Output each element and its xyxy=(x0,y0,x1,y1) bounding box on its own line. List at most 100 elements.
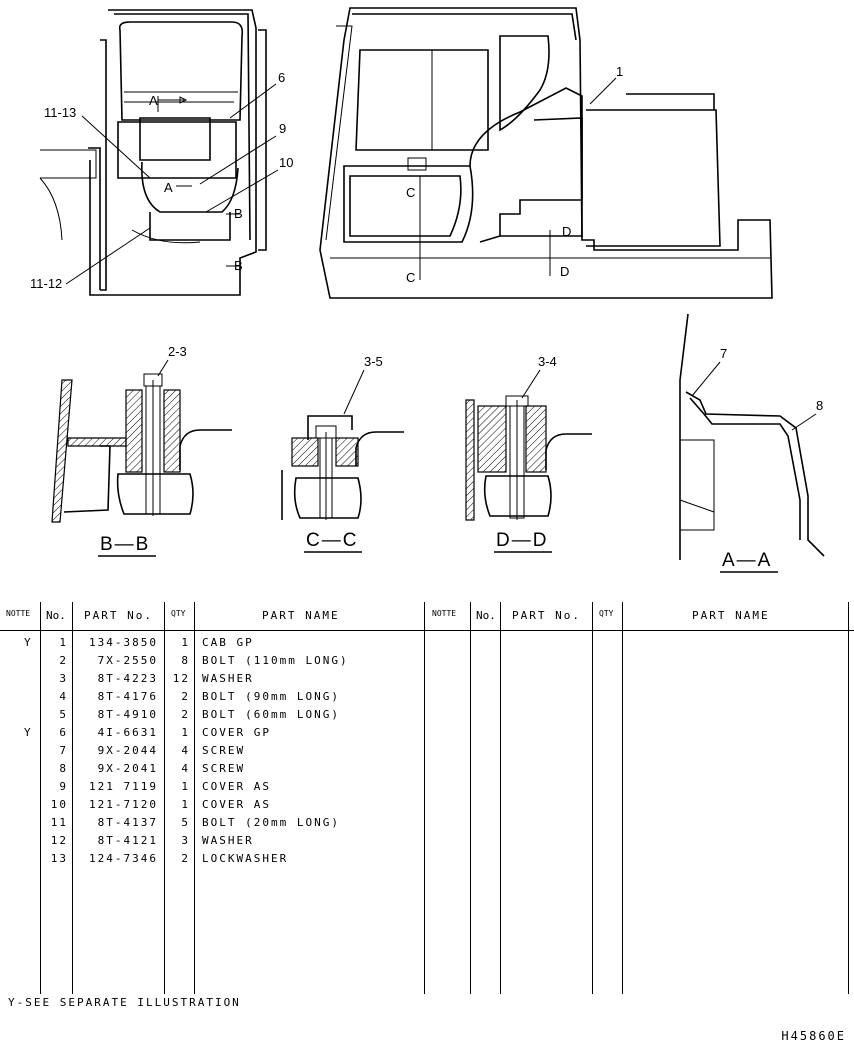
section-arrow-b-label: B xyxy=(234,206,243,221)
section-d-d: 3-4 D—D xyxy=(465,354,592,553)
section-c-c: 3-5 C—C xyxy=(281,354,404,553)
header-rule xyxy=(0,630,854,631)
row-qty: 2 xyxy=(181,690,190,703)
parts-list-table: NOTTE No. PART No. QTY PART NAME NOTTE N… xyxy=(0,602,854,994)
row-item-no: 4 xyxy=(59,690,68,703)
section-a-a: 7 8 A—A xyxy=(679,313,825,573)
header-note-2: NOTTE xyxy=(432,609,457,618)
callout-10: 10 xyxy=(279,155,293,170)
callout-8: 8 xyxy=(816,398,823,413)
row-part-name: BOLT (60mm LONG) xyxy=(202,708,340,721)
header-no-2: No. xyxy=(476,609,496,622)
section-b-b: 2-3 B—B xyxy=(51,344,232,557)
section-title-a-a: A—A xyxy=(722,550,772,571)
callout-3-4: 3-4 xyxy=(538,354,557,369)
table-row: 9 121 7119 1 COVER AS xyxy=(0,780,854,798)
row-qty: 1 xyxy=(181,780,190,793)
callout-1: 1 xyxy=(616,64,623,79)
header-note: NOTTE xyxy=(6,609,31,618)
row-part-no: 134-3850 xyxy=(89,636,158,649)
col-divider xyxy=(500,602,501,994)
row-qty: 4 xyxy=(181,762,190,775)
col-divider xyxy=(592,602,593,994)
row-item-no: 13 xyxy=(50,852,68,865)
row-part-name: SCREW xyxy=(202,762,246,775)
row-part-name: COVER GP xyxy=(202,726,271,739)
row-qty: 1 xyxy=(181,726,190,739)
row-qty: 5 xyxy=(181,816,190,829)
row-part-no: 9X-2041 xyxy=(97,762,158,775)
row-part-name: COVER AS xyxy=(202,780,271,793)
row-item-no: 6 xyxy=(59,726,68,739)
row-part-no: 7X-2550 xyxy=(97,654,158,667)
row-part-name: LOCKWASHER xyxy=(202,852,289,865)
col-divider xyxy=(848,602,849,994)
cab-rear-view: A A B B 6 9 10 11-13 11-12 xyxy=(30,9,293,296)
row-qty: 1 xyxy=(181,636,190,649)
row-part-no: 4I-6631 xyxy=(97,726,158,739)
callout-11-12: 11-12 xyxy=(30,276,62,291)
header-part-no-2: PART No. xyxy=(512,609,581,622)
section-title-c-c: C—C xyxy=(306,530,358,551)
row-note: Y xyxy=(24,636,33,649)
cab-mounting-illustration: A A B B 6 9 10 11-13 11-12 1 C C D D xyxy=(30,7,825,573)
row-part-name: SCREW xyxy=(202,744,246,757)
row-part-name: CAB GP xyxy=(202,636,254,649)
row-part-no: 121 7119 xyxy=(89,780,158,793)
row-item-no: 7 xyxy=(59,744,68,757)
row-qty: 4 xyxy=(181,744,190,757)
callout-11-13: 11-13 xyxy=(44,105,76,120)
col-divider xyxy=(40,602,41,994)
row-item-no: 2 xyxy=(59,654,68,667)
row-item-no: 12 xyxy=(50,834,68,847)
callout-6: 6 xyxy=(278,70,285,85)
table-row: 7 9X-2044 4 SCREW xyxy=(0,744,854,762)
table-row: Y 6 4I-6631 1 COVER GP xyxy=(0,726,854,744)
callout-9: 9 xyxy=(279,121,286,136)
footnote: Y-SEE SEPARATE ILLUSTRATION xyxy=(8,996,241,1009)
row-part-no: 8T-4121 xyxy=(97,834,158,847)
header-part-name-2: PART NAME xyxy=(692,609,770,622)
table-row: 11 8T-4137 5 BOLT (20mm LONG) xyxy=(0,816,854,834)
row-part-name: WASHER xyxy=(202,834,254,847)
row-part-no: 8T-4910 xyxy=(97,708,158,721)
row-part-name: BOLT (20mm LONG) xyxy=(202,816,340,829)
table-row: 12 8T-4121 3 WASHER xyxy=(0,834,854,852)
row-qty: 12 xyxy=(172,672,190,685)
header-qty-2: QTY xyxy=(599,609,614,618)
row-note: Y xyxy=(24,726,33,739)
row-part-name: WASHER xyxy=(202,672,254,685)
cab-side-view: 1 C C D D xyxy=(319,7,773,299)
row-item-no: 8 xyxy=(59,762,68,775)
section-arrow-c2-label: C xyxy=(406,270,415,285)
header-qty: QTY xyxy=(171,609,186,618)
col-divider xyxy=(164,602,165,994)
col-divider xyxy=(622,602,623,994)
row-part-no: 9X-2044 xyxy=(97,744,158,757)
row-part-no: 8T-4223 xyxy=(97,672,158,685)
row-item-no: 11 xyxy=(50,816,68,829)
table-row: 8 9X-2041 4 SCREW xyxy=(0,762,854,780)
table-row: 2 7X-2550 8 BOLT (110mm LONG) xyxy=(0,654,854,672)
row-part-name: BOLT (110mm LONG) xyxy=(202,654,349,667)
section-title-d-d: D—D xyxy=(496,530,548,551)
callout-3-5: 3-5 xyxy=(364,354,383,369)
section-arrow-d2-label: D xyxy=(560,264,569,279)
row-qty: 3 xyxy=(181,834,190,847)
col-divider xyxy=(72,602,73,994)
row-item-no: 3 xyxy=(59,672,68,685)
header-no: No. xyxy=(46,609,66,622)
row-part-name: COVER AS xyxy=(202,798,271,811)
row-item-no: 9 xyxy=(59,780,68,793)
section-arrow-b2-label: B xyxy=(234,258,243,273)
section-arrow-c-label: C xyxy=(406,185,415,200)
section-arrow-a2-label: A xyxy=(164,180,173,195)
row-item-no: 5 xyxy=(59,708,68,721)
col-divider xyxy=(424,602,425,994)
row-part-no: 8T-4137 xyxy=(97,816,158,829)
row-qty: 8 xyxy=(181,654,190,667)
callout-2-3: 2-3 xyxy=(168,344,187,359)
row-part-no: 121-7120 xyxy=(89,798,158,811)
